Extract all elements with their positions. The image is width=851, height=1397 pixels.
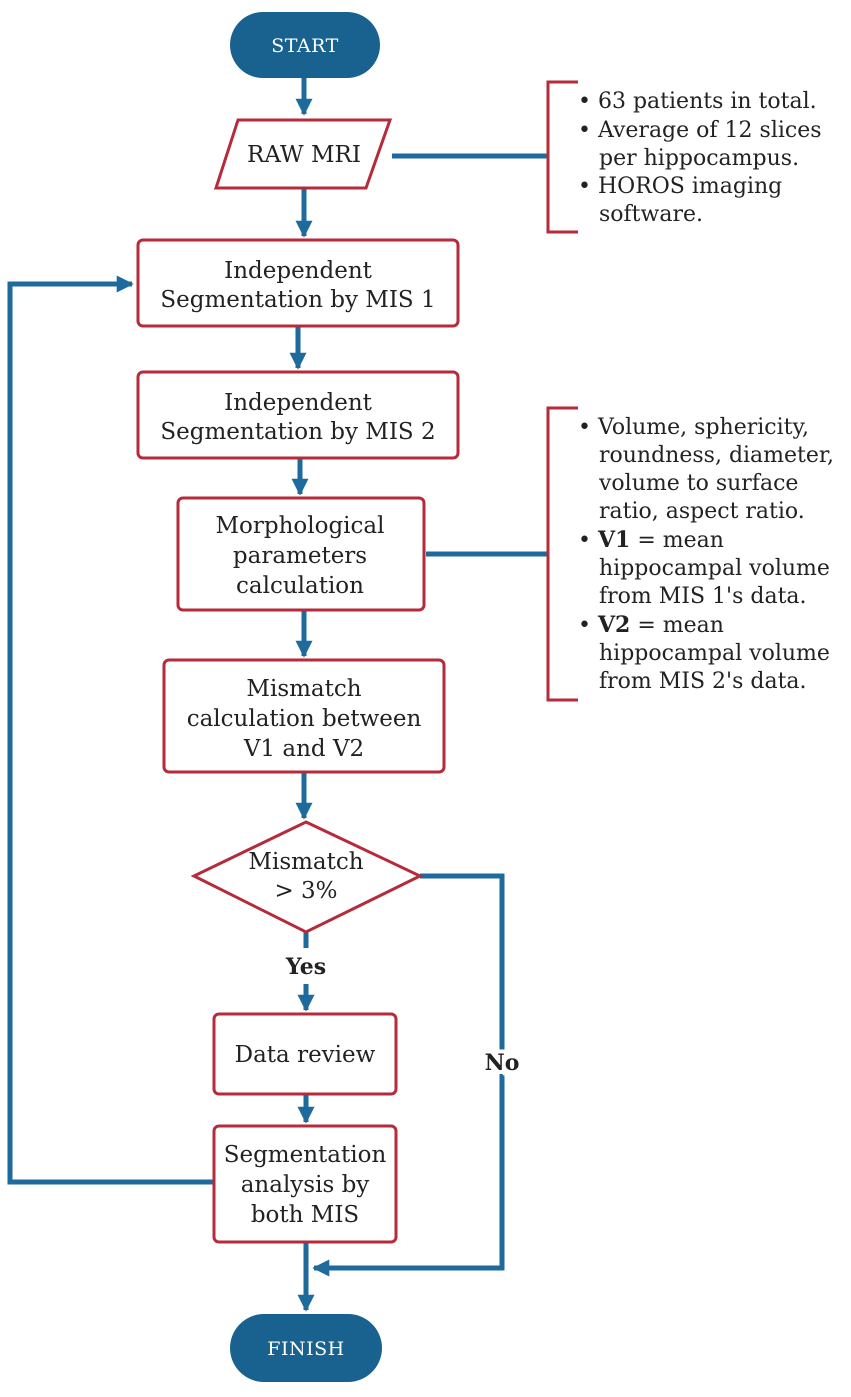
connectors	[7, 78, 548, 1312]
note-morph-line: • V1 = mean	[578, 527, 724, 553]
segmentation-analysis-line-1: Segmentation	[224, 1142, 387, 1168]
mismatch-calculation-shape	[162, 658, 446, 774]
no-branch-line	[312, 873, 505, 1277]
segmentation-mis1-line-2: Segmentation by MIS 1	[160, 287, 435, 313]
segmentation-analysis-line-2: analysis by	[241, 1172, 370, 1198]
note-bullet: •	[578, 118, 598, 143]
morphological-node: Morphological parameters calculation	[176, 496, 426, 612]
yes-label: Yes	[285, 954, 326, 980]
note-brackets	[546, 80, 578, 702]
note-rawmri-line: • 63 patients in total.	[578, 89, 817, 114]
no-label: No	[485, 1050, 520, 1076]
morphological-line-2: parameters	[233, 543, 367, 569]
note-morph-line: from MIS 2's data.	[599, 669, 807, 694]
raw-mri-label: RAW MRI	[247, 142, 361, 168]
note-morph-line: from MIS 1's data.	[599, 584, 807, 609]
segmentation-mis2-line-1: Independent	[224, 390, 373, 416]
segmentation-mis1-node: Independent Segmentation by MIS 1	[136, 238, 460, 328]
morphological-line-3: calculation	[236, 573, 364, 599]
note-bullet: •	[578, 528, 598, 553]
note-morph-line: volume to surface	[598, 471, 798, 496]
start-label: START	[271, 35, 339, 57]
note-rawmri-line: software.	[599, 202, 703, 227]
segmentation-mis2-shape	[136, 370, 460, 460]
note-rawmri-line: • Average of 12 slices	[578, 118, 822, 143]
note-morph-line: • V2 = mean	[578, 612, 724, 638]
segmentation-analysis-node: Segmentation analysis by both MIS	[212, 1124, 398, 1244]
note-morph-line: ratio, aspect ratio.	[599, 499, 805, 524]
finish-terminal: FINISH	[230, 1314, 382, 1382]
note-bullet: •	[578, 613, 598, 638]
mismatch-calculation-node: Mismatch calculation between V1 and V2	[162, 658, 446, 774]
bracket-morph	[546, 406, 578, 702]
note-morph-line: hippocampal volume	[599, 556, 830, 581]
segmentation-analysis-shape	[212, 1124, 398, 1244]
note-morph-line: roundness, diameter,	[599, 443, 834, 468]
data-review-shape	[212, 1012, 398, 1096]
segmentation-mis1-line-1: Independent	[224, 258, 373, 284]
finish-label: FINISH	[267, 1338, 344, 1360]
finish-shape	[230, 1314, 382, 1382]
decision-line-1: Mismatch	[248, 849, 363, 875]
raw-mri-node: RAW MRI	[213, 118, 393, 190]
mismatch-calculation-line-1: Mismatch	[246, 676, 361, 702]
segmentation-mis2-line-2: Segmentation by MIS 2	[160, 419, 435, 445]
segmentation-analysis-line-3: both MIS	[251, 1202, 359, 1228]
data-review-node: Data review	[212, 1012, 398, 1096]
data-review-label: Data review	[235, 1042, 376, 1068]
note-rawmri-line: • HOROS imaging	[578, 174, 782, 199]
note-bullet: •	[578, 415, 598, 440]
start-shape	[230, 12, 380, 78]
note-morph-line: hippocampal volume	[599, 641, 830, 666]
v2-term: V2	[597, 612, 630, 638]
decision-line-2: > 3%	[274, 878, 337, 904]
morphological-shape	[176, 496, 426, 612]
decision-node: Mismatch > 3%	[190, 820, 424, 934]
mismatch-calculation-line-2: calculation between	[187, 706, 422, 732]
morphological-line-1: Morphological	[215, 513, 384, 539]
segmentation-mis1-shape	[136, 238, 460, 328]
note-rawmri-line: per hippocampus.	[599, 146, 799, 171]
note-bullet: •	[578, 89, 598, 114]
note-rawmri: • 63 patients in total. • Average of 12 …	[578, 89, 822, 227]
decision-shape	[190, 820, 424, 934]
segmentation-mis2-node: Independent Segmentation by MIS 2	[136, 370, 460, 460]
loop-back-line	[7, 275, 214, 1185]
start-terminal: START	[230, 12, 380, 78]
note-bullet: •	[578, 174, 598, 199]
note-morph-line: • Volume, sphericity,	[578, 415, 809, 440]
bracket-rawmri	[546, 80, 578, 234]
raw-mri-shape	[213, 118, 393, 190]
note-morph: • Volume, sphericity, roundness, diamete…	[578, 415, 834, 694]
mismatch-calculation-line-3: V1 and V2	[243, 736, 364, 762]
v1-term: V1	[597, 527, 630, 553]
